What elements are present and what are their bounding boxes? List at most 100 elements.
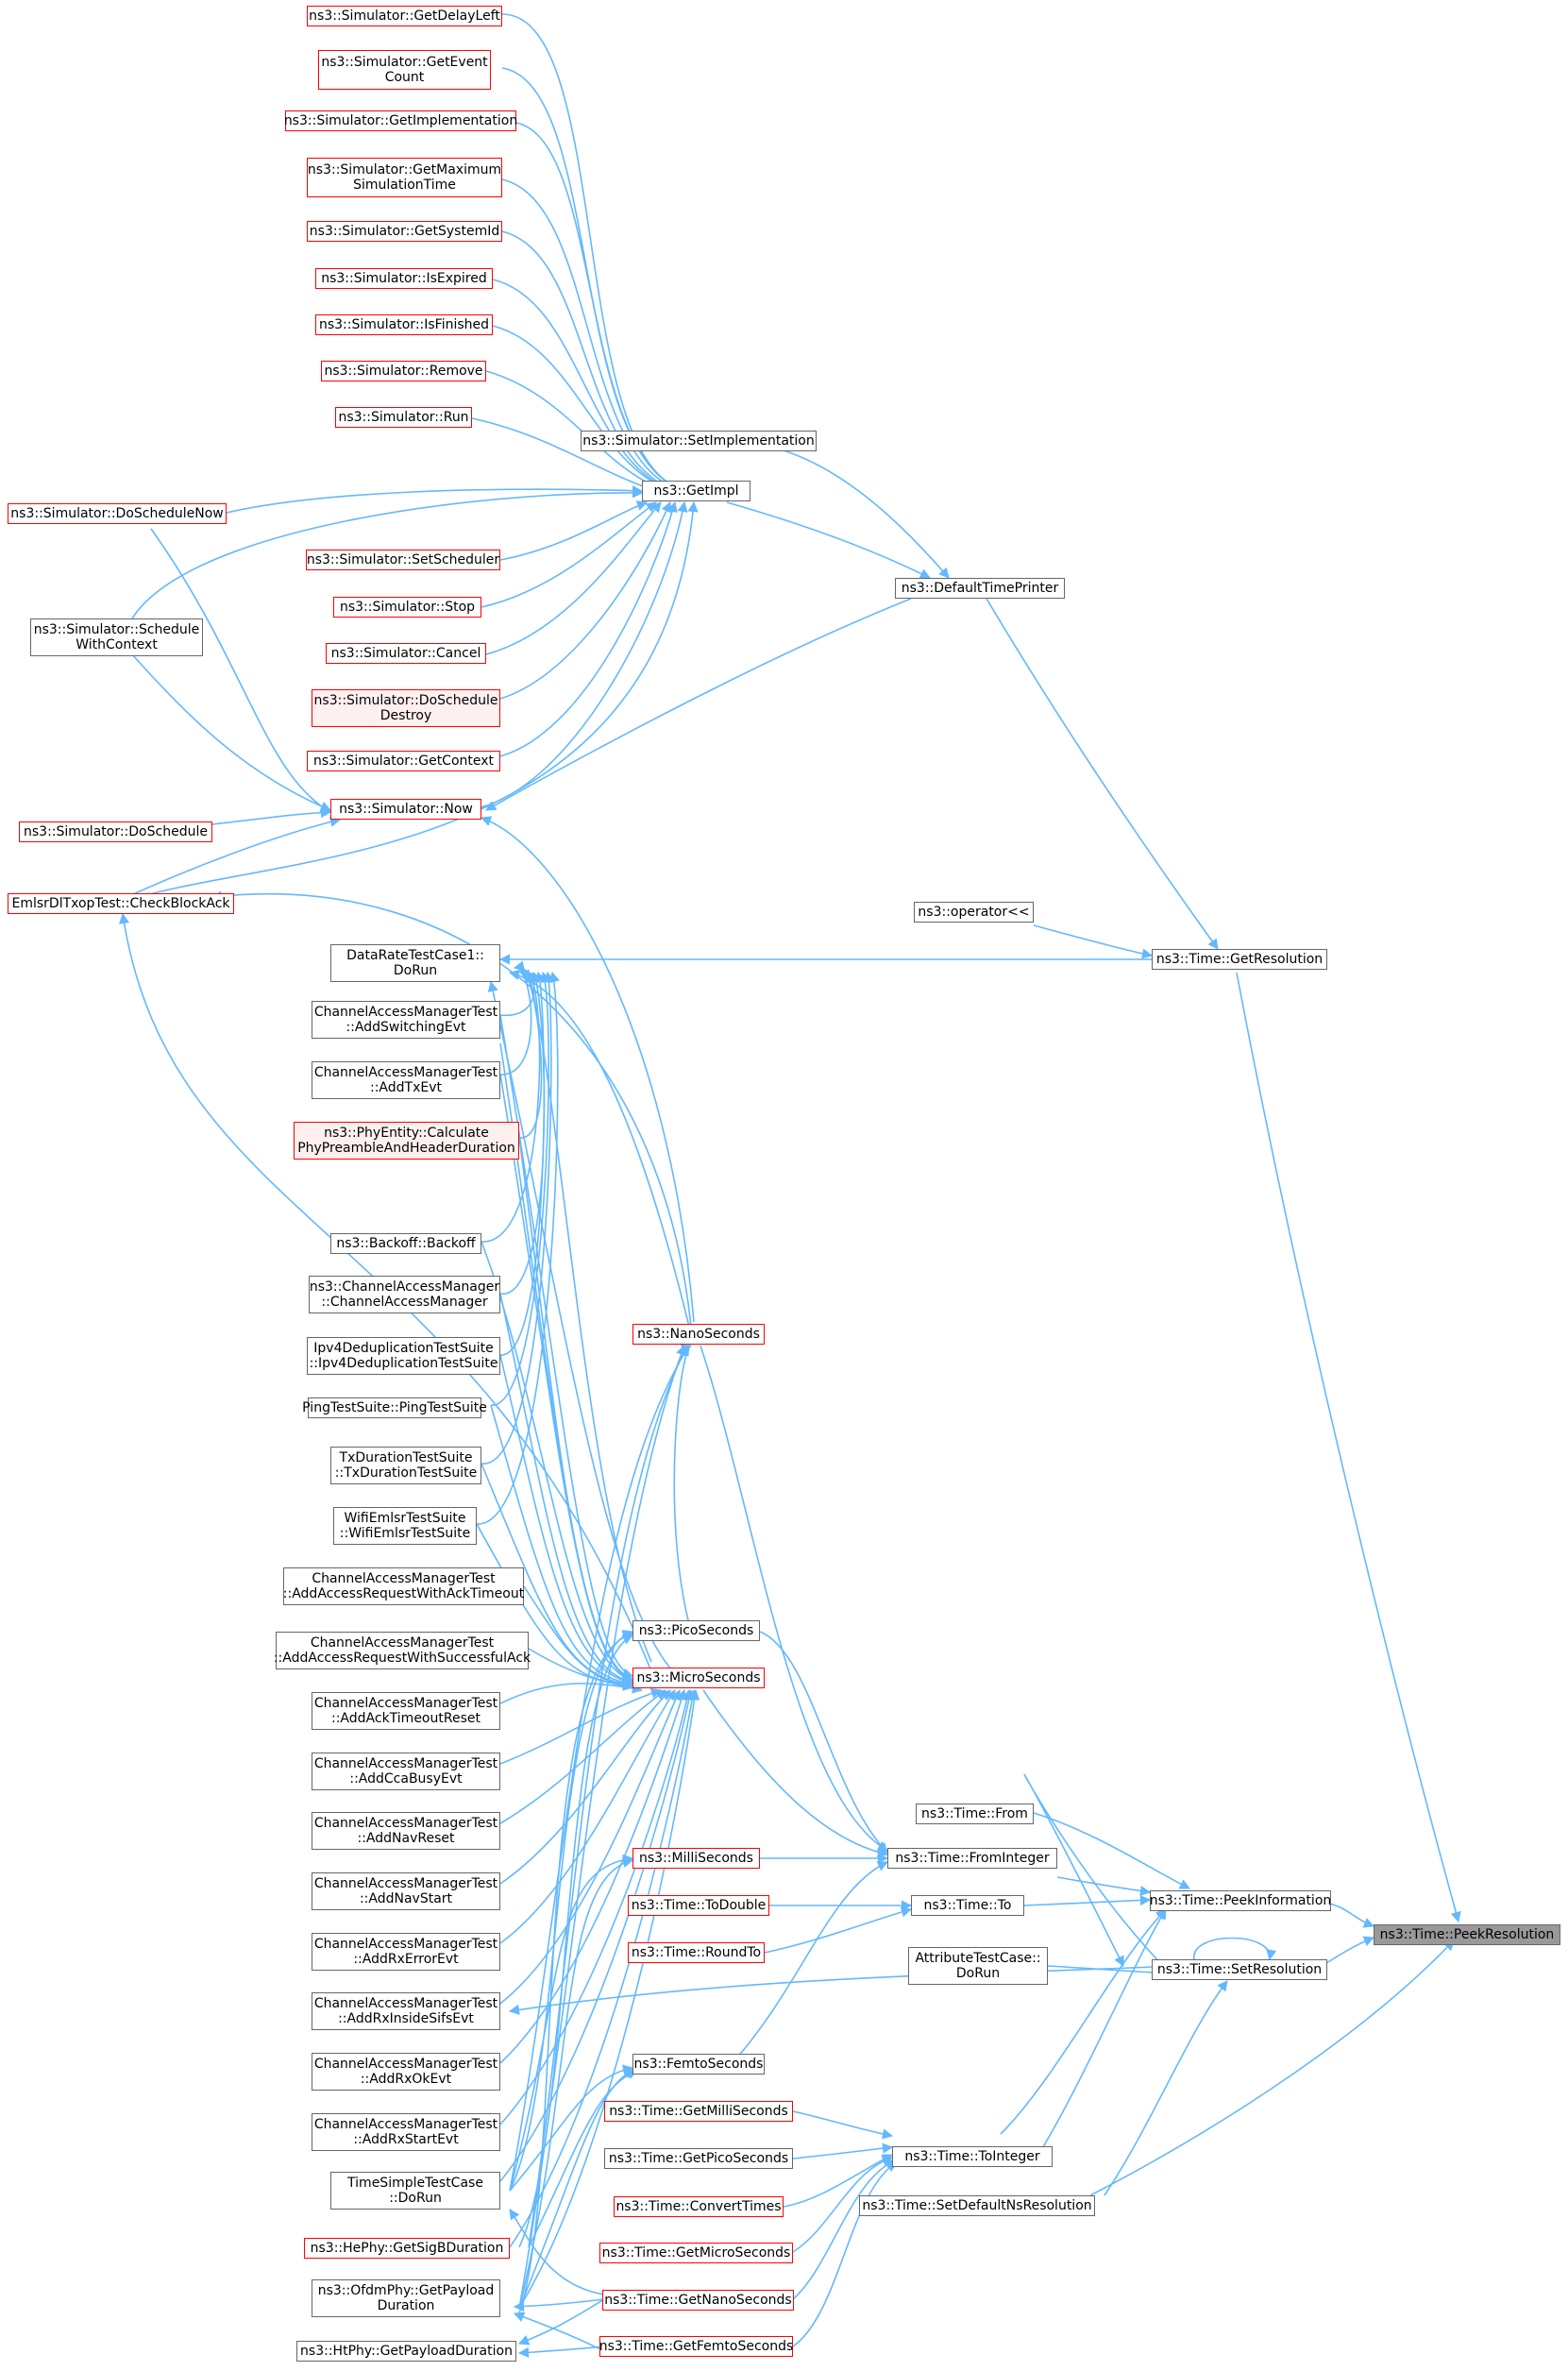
- edge: [476, 971, 560, 1525]
- edge: [499, 500, 649, 561]
- edge: [792, 2159, 897, 2300]
- edge: [1023, 1773, 1172, 1974]
- node-get-micro-seconds[interactable]: ns3::Time::GetMicroSeconds: [599, 2243, 793, 2263]
- edge: [509, 1345, 690, 2192]
- node-add-access-ack-timeout[interactable]: ChannelAccessManagerTest ::AddAccessRequ…: [283, 1567, 524, 1605]
- node-run[interactable]: ns3::Simulator::Run: [335, 407, 472, 428]
- node-do-schedule-destroy[interactable]: ns3::Simulator::DoSchedule Destroy: [312, 689, 500, 727]
- node-add-rx-start-evt[interactable]: ChannelAccessManagerTest ::AddRxStartEvt: [312, 2113, 500, 2151]
- node-add-tx-evt[interactable]: ChannelAccessManagerTest ::AddTxEvt: [312, 1061, 500, 1099]
- edge: [528, 1648, 634, 1691]
- node-tx-duration-suite[interactable]: TxDurationTestSuite ::TxDurationTestSuit…: [330, 1447, 481, 1484]
- node-he-phy-sigb-duration[interactable]: ns3::HePhy::GetSigBDuration: [304, 2238, 510, 2259]
- node-add-cca-busy-evt[interactable]: ChannelAccessManagerTest ::AddCcaBusyEvt: [312, 1753, 500, 1790]
- node-get-impl[interactable]: ns3::GetImpl: [642, 481, 750, 501]
- node-to-integer[interactable]: ns3::Time::ToInteger: [892, 2146, 1053, 2167]
- node-now[interactable]: ns3::Simulator::Now: [330, 799, 481, 820]
- node-set-implementation[interactable]: ns3::Simulator::SetImplementation: [581, 431, 817, 451]
- node-do-schedule-now[interactable]: ns3::Simulator::DoScheduleNow: [8, 503, 227, 524]
- edge: [499, 1688, 695, 2182]
- edge: [509, 1854, 634, 2192]
- node-pico-seconds[interactable]: ns3::PicoSeconds: [632, 1620, 760, 1641]
- node-do-schedule[interactable]: ns3::Simulator::DoSchedule: [19, 821, 212, 842]
- node-ipv4-dedup-suite[interactable]: Ipv4DeduplicationTestSuite ::Ipv4Dedupli…: [307, 1337, 500, 1375]
- node-add-ack-timeout-reset[interactable]: ChannelAccessManagerTest ::AddAckTimeout…: [312, 1692, 500, 1730]
- edge: [499, 1689, 676, 1944]
- edge: [508, 1965, 1172, 2016]
- node-cancel[interactable]: ns3::Simulator::Cancel: [326, 643, 486, 664]
- node-get-delay-left[interactable]: ns3::Simulator::GetDelayLeft: [307, 6, 502, 26]
- edge: [735, 1861, 889, 2059]
- node-get-event-count[interactable]: ns3::Simulator::GetEvent Count: [318, 50, 491, 90]
- node-get-system-id[interactable]: ns3::Simulator::GetSystemId: [307, 221, 502, 242]
- node-to-double[interactable]: ns3::Time::ToDouble: [628, 1895, 769, 1916]
- node-add-rx-inside-sifs-evt[interactable]: ChannelAccessManagerTest ::AddRxInsideSi…: [312, 1992, 500, 2030]
- edge: [726, 501, 932, 579]
- node-get-milli-seconds[interactable]: ns3::Time::GetMilliSeconds: [604, 2101, 793, 2122]
- node-convert-times[interactable]: ns3::Time::ConvertTimes: [614, 2196, 784, 2217]
- node-from-integer[interactable]: ns3::Time::FromInteger: [887, 1848, 1057, 1869]
- edge: [501, 230, 691, 499]
- node-set-default-ns-resolution[interactable]: ns3::Time::SetDefaultNsResolution: [859, 2195, 1095, 2216]
- edge: [499, 960, 535, 1016]
- node-ofdm-phy-payload[interactable]: ns3::OfdmPhy::GetPayload Duration: [312, 2279, 500, 2317]
- node-backoff[interactable]: ns3::Backoff::Backoff: [330, 1233, 481, 1254]
- node-check-block-ack[interactable]: EmlsrDlTxopTest::CheckBlockAck: [8, 893, 234, 914]
- edge: [499, 1689, 671, 1885]
- node-default-time-printer[interactable]: ns3::DefaultTimePrinter: [895, 578, 1065, 599]
- node-stop[interactable]: ns3::Simulator::Stop: [333, 597, 481, 618]
- edge: [783, 449, 950, 579]
- node-time-simple-test[interactable]: TimeSimpleTestCase ::DoRun: [330, 2172, 500, 2210]
- node-remove[interactable]: ns3::Simulator::Remove: [321, 361, 486, 381]
- edge: [131, 487, 644, 619]
- edge: [509, 2209, 605, 2295]
- edge: [499, 971, 547, 1356]
- node-attribute-test-case[interactable]: AttributeTestCase:: DoRun: [908, 1947, 1048, 1985]
- node-time-to[interactable]: ns3::Time::To: [911, 1895, 1024, 1916]
- node-get-pico-seconds[interactable]: ns3::Time::GetPicoSeconds: [604, 2148, 793, 2169]
- node-micro-seconds[interactable]: ns3::MicroSeconds: [632, 1668, 765, 1688]
- node-peek-resolution[interactable]: ns3::Time::PeekResolution: [1374, 1924, 1560, 1945]
- node-time-from[interactable]: ns3::Time::From: [916, 1804, 1034, 1824]
- node-ht-phy-payload[interactable]: ns3::HtPhy::GetPayloadDuration: [296, 2341, 516, 2362]
- node-get-femto-seconds[interactable]: ns3::Time::GetFemtoSeconds: [599, 2336, 793, 2357]
- node-is-finished[interactable]: ns3::Simulator::IsFinished: [315, 314, 493, 335]
- node-wifi-emlsr-suite[interactable]: WifiEmlsrTestSuite ::WifiEmlsrTestSuite: [333, 1507, 477, 1545]
- node-schedule-with-context[interactable]: ns3::Simulator::Schedule WithContext: [30, 618, 203, 656]
- node-round-to[interactable]: ns3::Time::RoundTo: [628, 1942, 765, 1963]
- node-channel-access-manager[interactable]: ns3::ChannelAccessManager ::ChannelAcces…: [309, 1276, 500, 1313]
- node-add-switching-evt[interactable]: ChannelAccessManagerTest ::AddSwitchingE…: [312, 1001, 500, 1039]
- edge: [528, 1344, 688, 2248]
- node-add-nav-reset[interactable]: ChannelAccessManagerTest ::AddNavReset: [312, 1812, 500, 1850]
- node-peek-information[interactable]: ns3::Time::PeekInformation: [1150, 1890, 1331, 1911]
- edge: [492, 279, 691, 500]
- node-phy-entity-calculate[interactable]: ns3::PhyEntity::Calculate PhyPreambleAnd…: [294, 1122, 519, 1160]
- node-femto-seconds[interactable]: ns3::FemtoSeconds: [632, 2054, 765, 2075]
- edge: [525, 971, 652, 1663]
- edge: [226, 485, 644, 514]
- node-get-nano-seconds[interactable]: ns3::Time::GetNanoSeconds: [602, 2290, 794, 2311]
- edge: [499, 1688, 682, 2005]
- node-milli-seconds[interactable]: ns3::MilliSeconds: [632, 1848, 760, 1869]
- node-get-maximum-simulation-time[interactable]: ns3::Simulator::GetMaximum SimulationTim…: [307, 158, 502, 197]
- node-operator-lshift[interactable]: ns3::operator<<: [914, 902, 1034, 923]
- node-get-implementation[interactable]: ns3::Simulator::GetImplementation: [284, 110, 517, 131]
- edge: [518, 1857, 634, 2310]
- node-ping-test-suite[interactable]: PingTestSuite::PingTestSuite: [302, 1397, 487, 1418]
- edge: [1000, 1908, 1167, 2135]
- node-nano-seconds[interactable]: ns3::NanoSeconds: [632, 1324, 765, 1345]
- edge: [1033, 1812, 1191, 1889]
- node-add-nav-start[interactable]: ChannelAccessManagerTest ::AddNavStart: [312, 1872, 500, 1910]
- node-data-rate-test[interactable]: DataRateTestCase1:: DoRun: [330, 944, 500, 982]
- node-get-resolution[interactable]: ns3::Time::GetResolution: [1152, 949, 1327, 970]
- node-set-resolution[interactable]: ns3::Time::SetResolution: [1152, 1959, 1327, 1980]
- edge: [490, 971, 551, 1406]
- node-add-rx-ok-evt[interactable]: ChannelAccessManagerTest ::AddRxOkEvt: [312, 2053, 500, 2091]
- node-is-expired[interactable]: ns3::Simulator::IsExpired: [315, 268, 493, 289]
- edge: [499, 1688, 687, 2064]
- edge: [509, 1688, 698, 2248]
- node-add-rx-error-evt[interactable]: ChannelAccessManagerTest ::AddRxErrorEvt: [312, 1933, 500, 1971]
- node-add-access-successful-ack[interactable]: ChannelAccessManagerTest ::AddAccessRequ…: [274, 1632, 531, 1669]
- node-set-scheduler[interactable]: ns3::Simulator::SetScheduler: [306, 550, 500, 570]
- node-get-context[interactable]: ns3::Simulator::GetContext: [307, 751, 500, 771]
